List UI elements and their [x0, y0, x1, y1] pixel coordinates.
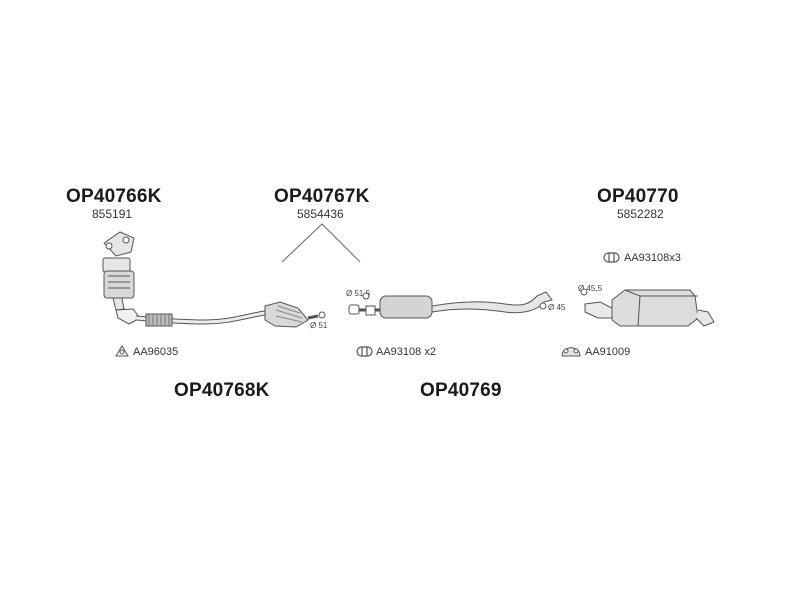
- middle-pipe-drawing: [348, 291, 553, 319]
- part-code-front-manifold: OP40766K: [66, 186, 162, 207]
- front-manifold-cat-drawing: [102, 231, 141, 325]
- rear-box-drawing: [580, 288, 715, 327]
- dimension-label-45: Ø 45: [548, 303, 566, 312]
- fitting-label-clamp-mid: AA93108 x2: [376, 346, 436, 358]
- front-pipe-drawing: [135, 301, 326, 328]
- centre-cat-leader-lines: [281, 223, 361, 263]
- fitting-label-bracket-rear: AA91009: [585, 346, 631, 358]
- part-code-centre-cat: OP40767K: [274, 186, 370, 207]
- rubber-bracket-icon: [561, 347, 581, 357]
- dimension-label-45-5: Ø 45,5: [578, 284, 603, 293]
- dimension-label-51: Ø 51: [310, 321, 328, 330]
- oe-number-centre-cat: 5854436: [297, 207, 344, 221]
- part-code-rear-box: OP40770: [597, 186, 679, 207]
- part-code-middle-pipe: OP40769: [420, 380, 502, 401]
- fitting-label-clamp-rear: AA93108x3: [624, 252, 681, 264]
- oe-number-front-manifold: 855191: [92, 207, 133, 221]
- clamp-icon-rear: [603, 252, 620, 263]
- gasket-icon: [115, 345, 129, 357]
- dimension-label-51-5: Ø 51,5: [346, 289, 371, 298]
- oe-number-rear-box: 5852282: [617, 207, 664, 221]
- fitting-label-gasket: AA96035: [133, 346, 179, 358]
- clamp-icon-mid: [356, 346, 373, 357]
- part-code-front-pipe: OP40768K: [174, 380, 270, 401]
